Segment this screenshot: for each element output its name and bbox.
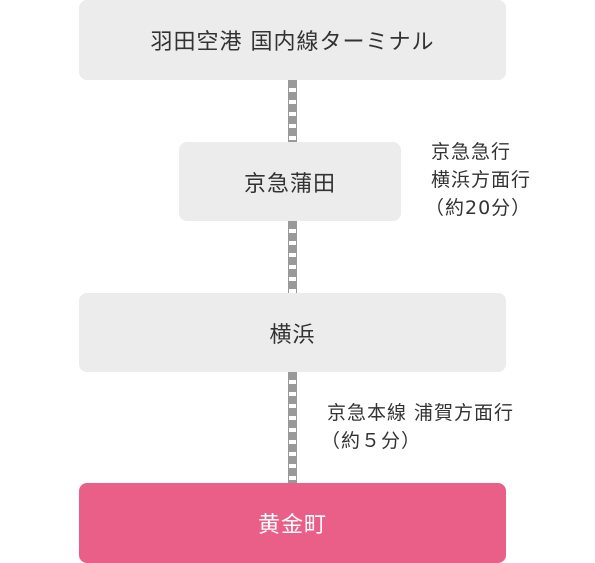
- route-label-2: 京急本線 浦賀方面行 （約５分）: [321, 399, 515, 455]
- station-keikyu-kamata: 京急蒲田: [179, 142, 401, 221]
- connector-kamata-yokohama: [288, 221, 297, 293]
- station-label: 横浜: [269, 322, 316, 348]
- route-line: 京急本線 浦賀方面行: [327, 402, 515, 424]
- route-label-1: 京急急行 横浜方面行 （約20分）: [425, 138, 532, 222]
- station-label: 羽田空港 国内線ターミナル: [150, 30, 435, 55]
- station-koganecho: 黄金町: [79, 483, 506, 563]
- route-duration: （約20分）: [425, 197, 532, 219]
- connector-yokohama-koganecho: [288, 372, 297, 483]
- route-direction: 横浜方面行: [431, 169, 532, 191]
- station-label: 京急蒲田: [243, 171, 336, 197]
- connector-haneda-kamata: [288, 80, 297, 142]
- route-duration: （約５分）: [321, 430, 422, 452]
- station-haneda: 羽田空港 国内線ターミナル: [79, 0, 506, 80]
- station-label: 黄金町: [257, 513, 327, 538]
- route-line: 京急急行: [431, 141, 512, 163]
- station-yokohama: 横浜: [79, 293, 506, 372]
